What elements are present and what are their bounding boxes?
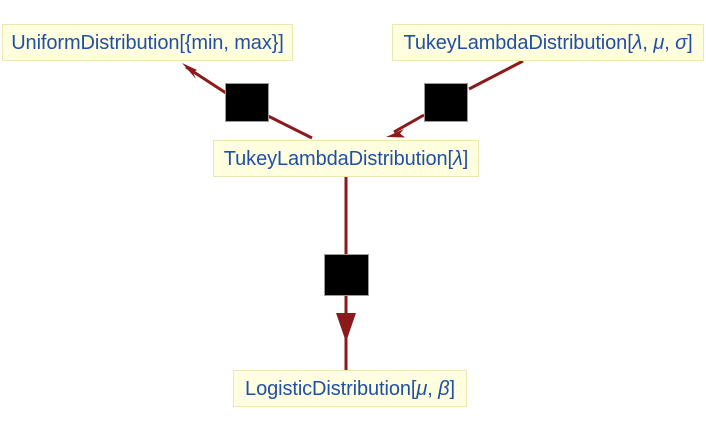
node-logistic-distribution[interactable]: LogisticDistribution[μ, β] (233, 370, 467, 407)
node-tukey-lambda-distribution-3[interactable]: TukeyLambdaDistribution[λ, μ, σ] (392, 24, 704, 61)
edge-tukey3-to-opright (468, 59, 524, 91)
node-uniform-distribution[interactable]: UniformDistribution[{min, max}] (2, 24, 293, 61)
node-logistic-distribution-label: LogisticDistribution[μ, β] (245, 377, 455, 400)
operator-box-left[interactable] (225, 83, 269, 122)
node-tukey-lambda-distribution-3-label: TukeyLambdaDistribution[λ, μ, σ] (403, 31, 693, 54)
operator-box-right[interactable] (424, 83, 468, 122)
edge-tukey1-to-opleft (267, 114, 313, 140)
node-tukey-lambda-distribution-1-label: TukeyLambdaDistribution[λ] (223, 147, 469, 170)
edge-opright-to-tukey1 (386, 113, 425, 138)
node-uniform-distribution-label: UniformDistribution[{min, max}] (11, 31, 284, 54)
edge-opleft-to-uniform (182, 63, 227, 95)
operator-box-center[interactable] (324, 254, 369, 296)
node-tukey-lambda-distribution-1[interactable]: TukeyLambdaDistribution[λ] (213, 140, 479, 177)
